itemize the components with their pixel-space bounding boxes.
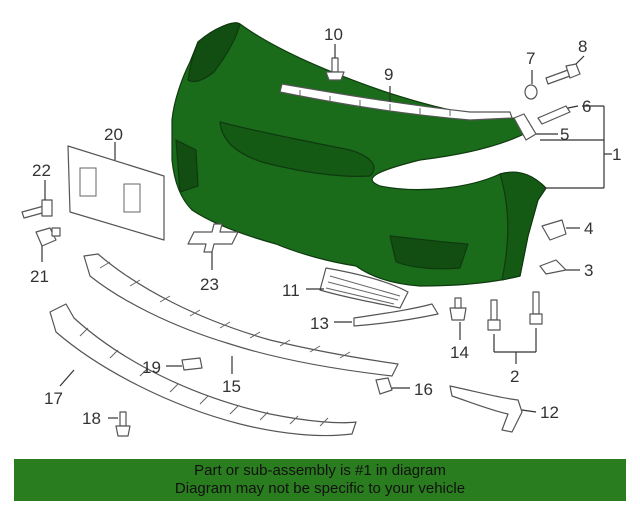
callout-21: 21 [30, 267, 49, 286]
nut-21-body [35, 227, 57, 247]
clip-16[interactable] [375, 377, 393, 395]
callout-17: 17 [44, 389, 63, 408]
front-bumper-cover[interactable] [171, 22, 547, 287]
callout-9: 9 [384, 65, 393, 84]
retainer-7[interactable] [524, 84, 538, 100]
bolt-2-right-shank [532, 291, 540, 315]
bumper-grille-opening [219, 121, 375, 177]
bolt-2-left-head [487, 319, 501, 331]
bumper-lower-opening [389, 235, 469, 270]
callout-20: 20 [104, 125, 123, 144]
bolt-2-right[interactable] [529, 291, 543, 325]
nut-21[interactable] [35, 227, 61, 247]
push-pin-14[interactable] [449, 297, 467, 321]
license-plate-bracket[interactable] [67, 145, 165, 241]
callout-23: 23 [200, 275, 219, 294]
deflector-ribs [79, 327, 329, 427]
clip-3[interactable] [539, 259, 567, 275]
lower-grille-body [83, 253, 399, 377]
callout-4: 4 [584, 219, 593, 238]
bolt-2-left-shank [490, 299, 498, 321]
bolt-2-right-head [529, 313, 543, 325]
callout-15: 15 [222, 377, 241, 396]
push-pin-14-stem [454, 297, 462, 309]
leader-8 [575, 55, 585, 65]
leader-lines [41, 44, 612, 419]
callout-7: 7 [526, 49, 535, 68]
bolt-22-head [41, 199, 53, 217]
deflector-body [49, 303, 357, 437]
trim-strip-13[interactable] [353, 303, 439, 327]
callout-3: 3 [584, 261, 593, 280]
leader-6 [567, 105, 579, 109]
push-pin-14-cap [449, 307, 467, 321]
lower-grille-slats [99, 261, 351, 359]
screw-18[interactable] [115, 411, 131, 437]
callout-5: 5 [560, 125, 569, 144]
grille-insert-11[interactable] [319, 267, 409, 309]
screw-10[interactable] [325, 57, 345, 81]
screw-10-shank [331, 57, 339, 73]
lower-deflector-17[interactable] [49, 303, 357, 437]
corner-trim-12[interactable] [449, 385, 523, 433]
lower-grille-15[interactable] [83, 253, 399, 377]
screw-18-shank [119, 411, 127, 427]
callout-11: 11 [282, 281, 300, 300]
bumper-right-corner [499, 171, 547, 281]
pin-6[interactable] [537, 105, 571, 125]
callout-22: 22 [32, 161, 51, 180]
callout-6: 6 [582, 97, 591, 116]
callout-labels: 1 2 3 4 5 6 7 8 9 10 11 12 13 14 15 16 1… [30, 25, 621, 428]
upper-bracket[interactable] [279, 83, 513, 121]
screw-18-head [115, 425, 131, 437]
info-banner: Part or sub-assembly is #1 in diagram Di… [14, 459, 626, 501]
callout-16: 16 [414, 380, 433, 399]
callout-14: 14 [450, 343, 469, 362]
nut-21-stud [51, 227, 61, 237]
banner-line-2: Diagram may not be specific to your vehi… [174, 480, 466, 497]
bolt-2-left[interactable] [487, 299, 501, 331]
screw-10-head [325, 71, 345, 81]
upper-bracket-body [279, 83, 513, 121]
bumper-left-vent [175, 139, 199, 193]
grille-11-slats [325, 275, 401, 305]
bumper-upper-lip [187, 22, 241, 83]
grille-11-body [319, 267, 409, 309]
bracket-4[interactable] [541, 219, 567, 241]
bolt-8[interactable] [545, 63, 581, 85]
plate-bracket-slot-left [79, 167, 97, 197]
callout-12: 12 [540, 403, 559, 422]
leader-17 [59, 369, 75, 387]
bolt-8-head [565, 63, 581, 79]
callout-18: 18 [82, 409, 101, 428]
upper-bracket-ribs [299, 90, 451, 116]
banner-line-1: Part or sub-assembly is #1 in diagram [194, 462, 446, 479]
callout-1: 1 [612, 145, 621, 164]
plate-bracket-slot-right [123, 183, 141, 213]
callout-10: 10 [324, 25, 343, 44]
callout-8: 8 [578, 37, 587, 56]
callout-19: 19 [142, 358, 161, 377]
callout-13: 13 [310, 314, 329, 333]
bolt-8-shank [545, 69, 571, 85]
plate-bracket-body [67, 145, 165, 241]
clip-19[interactable] [181, 357, 203, 371]
bolt-22[interactable] [21, 199, 53, 219]
leader-12 [521, 409, 537, 413]
callout-2: 2 [510, 367, 519, 386]
emblem-23[interactable] [187, 223, 239, 253]
